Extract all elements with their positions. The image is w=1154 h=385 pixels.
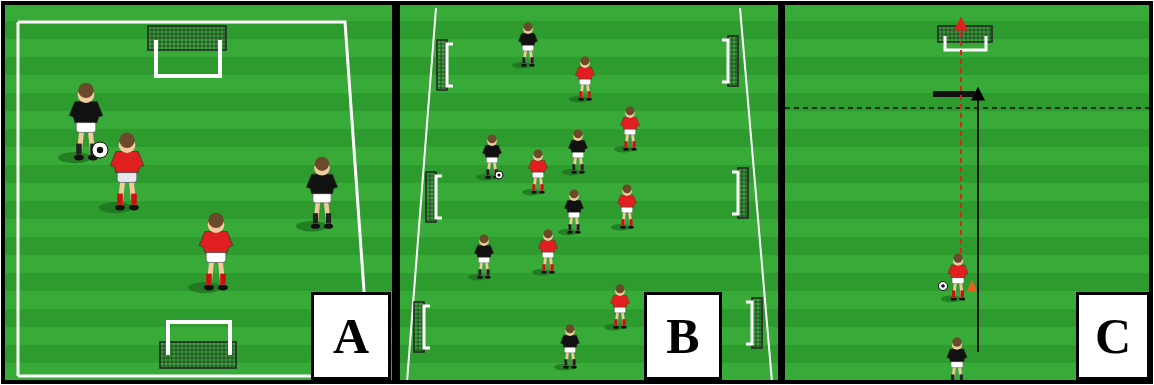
panel-label-box: C [1076, 292, 1150, 380]
field-line [407, 8, 436, 382]
panel-letter: C [1095, 311, 1131, 361]
grass-stripe [398, 183, 780, 201]
zone-line [785, 107, 1151, 109]
panel-letter: A [333, 311, 369, 361]
grass-stripe [398, 147, 780, 165]
goal-post [436, 176, 442, 218]
grass-stripe [398, 255, 780, 273]
pitch-panel [398, 3, 780, 382]
player-figure [562, 129, 588, 175]
grass-stripe [3, 3, 394, 21]
goal-post [168, 322, 230, 355]
panel-letter: B [666, 311, 699, 361]
panel-frame [783, 3, 1151, 382]
goal-post [722, 40, 728, 82]
grass-stripe [3, 111, 394, 129]
soccer-ball [939, 282, 948, 291]
pitch-panel [783, 3, 1151, 382]
grass-stripe [3, 255, 394, 273]
grass-stripe [783, 75, 1151, 93]
cone-marker [967, 280, 977, 291]
goal-post [945, 36, 986, 50]
player-figure [604, 284, 630, 330]
player-figure [512, 22, 538, 68]
grass-stripe [783, 3, 1151, 21]
pitch-panel [3, 3, 394, 382]
panel-frame [3, 3, 394, 382]
field-line [740, 8, 772, 382]
player-figure [614, 106, 640, 152]
grass-stripe [3, 147, 394, 165]
player-figure [99, 133, 144, 214]
grass-stripe [783, 183, 1151, 201]
player-figure [296, 157, 338, 232]
grass-stripe [398, 3, 780, 21]
grass-stripe [398, 291, 780, 309]
grass-stripe [783, 147, 1151, 165]
goal-post [447, 44, 453, 86]
grass-stripe [398, 327, 780, 345]
grass-stripe [783, 219, 1151, 237]
goal-post [732, 172, 738, 214]
goal-post [424, 306, 430, 348]
grass-stripe [3, 39, 394, 57]
goal-net [148, 26, 226, 50]
grass-stripe [3, 219, 394, 237]
grass-stripe [398, 363, 780, 381]
panel-label-box: A [311, 292, 391, 380]
grass-stripe [398, 219, 780, 237]
player-figure [569, 56, 595, 102]
field-line [17, 22, 20, 376]
player-figure [558, 189, 584, 235]
goal-post [746, 302, 752, 344]
panel-label-box: B [644, 292, 722, 380]
player-figure [532, 229, 558, 275]
shot-arrow [960, 18, 962, 262]
grass-stripe [398, 111, 780, 129]
soccer-ball [92, 142, 108, 158]
player-figure [940, 337, 967, 382]
player-figure [188, 213, 233, 294]
defender-line [933, 91, 975, 97]
grass-stripe [783, 111, 1151, 129]
player-figure [611, 184, 637, 230]
player-figure [554, 324, 580, 370]
panel-frame [398, 3, 780, 382]
goal-post [156, 40, 220, 76]
grass-stripe [398, 39, 780, 57]
soccer-ball [495, 171, 503, 179]
player-figure [468, 234, 494, 280]
goal-net [160, 342, 236, 368]
player-figure [522, 149, 548, 195]
player-figure [941, 253, 968, 302]
run-arrow [977, 88, 979, 352]
